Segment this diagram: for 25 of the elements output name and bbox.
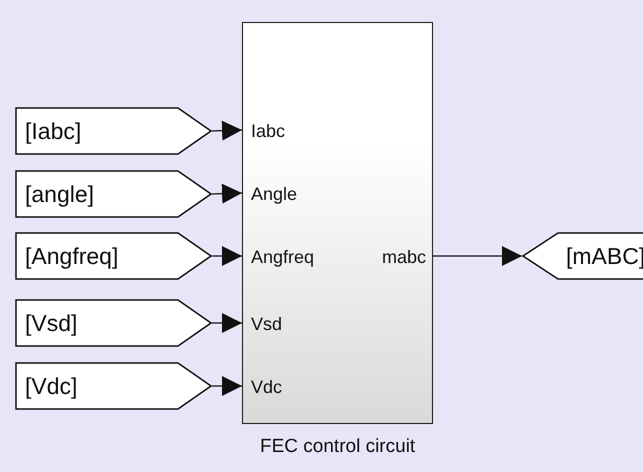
port-label: Iabc (251, 121, 286, 141)
port-label: Vdc (251, 377, 282, 397)
from-tag (15, 170, 212, 218)
tag-label: [Iabc] (25, 116, 82, 146)
tag-label: [Angfreq] (25, 242, 118, 271)
signal-arrow (212, 376, 242, 396)
block-caption: FEC control circuit (260, 436, 416, 458)
tag-label: [Vsd] (25, 308, 78, 338)
signal-arrow (212, 313, 242, 333)
from-tag (15, 232, 212, 280)
signal-arrow (212, 184, 242, 204)
tag-label: [Vdc] (25, 372, 78, 401)
tag-label: [angle] (25, 180, 94, 209)
port-label: Angle (251, 184, 298, 204)
from-tag (15, 107, 212, 155)
from-tag (15, 362, 212, 410)
port-label: Vsd (251, 314, 282, 334)
signal-arrow (433, 246, 522, 266)
port-label: mabc (382, 247, 426, 267)
subsystem-block (242, 22, 433, 424)
port-label: Angfreq (251, 247, 314, 267)
goto-tag (522, 232, 643, 280)
from-tag (15, 299, 212, 347)
signal-arrow (212, 120, 242, 141)
signal-arrow (212, 246, 242, 266)
